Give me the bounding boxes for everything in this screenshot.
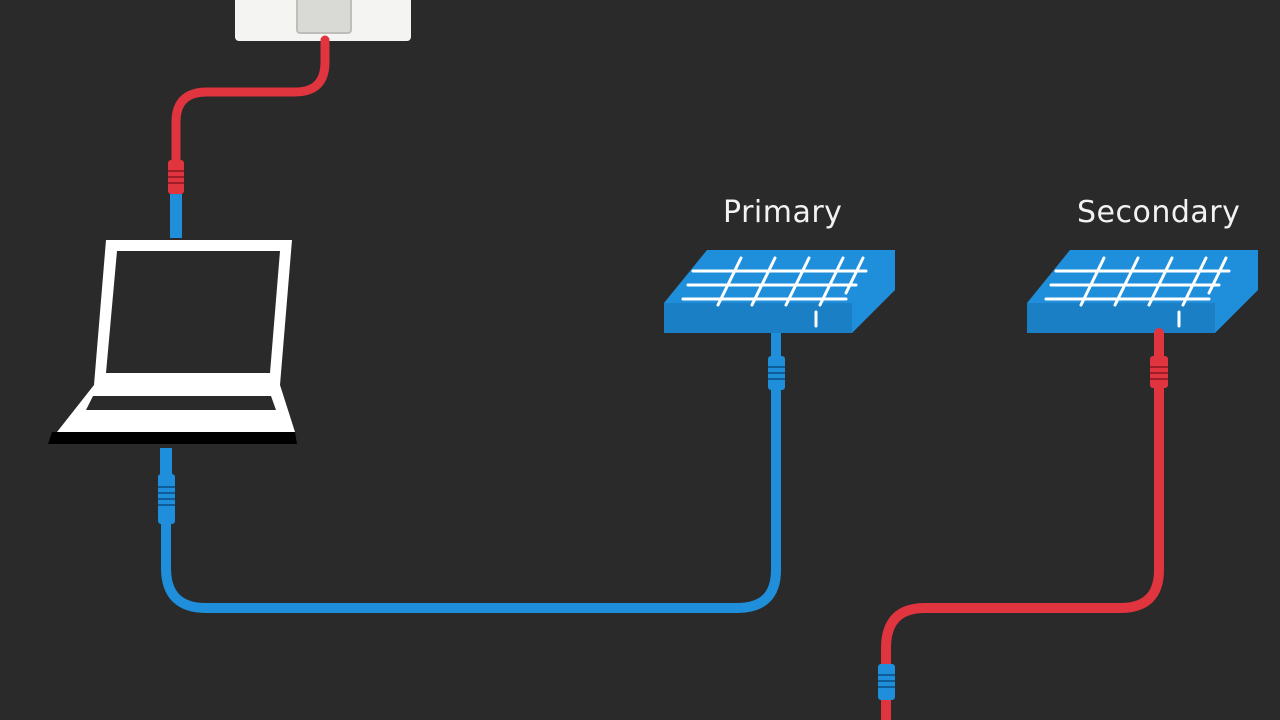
- cable-red-lower: [881, 328, 1164, 720]
- secondary-switch-icon: [1027, 250, 1258, 333]
- cable-connector-blue-lower: [878, 664, 895, 700]
- cable-connector-blue-laptop: [158, 448, 175, 524]
- cable-red-upper: [171, 35, 330, 170]
- secondary-label: Secondary: [1077, 195, 1241, 230]
- cable-blue: [161, 325, 781, 613]
- primary-label: Primary: [723, 195, 843, 230]
- cable-connector-red-secondary: [1150, 356, 1168, 388]
- primary-switch-icon: [664, 250, 895, 333]
- laptop-icon: [48, 240, 297, 444]
- wall-jack-icon: [235, 0, 411, 41]
- cable-connector-blue-primary: [768, 356, 785, 390]
- cable-connector-red-upper: [168, 160, 184, 238]
